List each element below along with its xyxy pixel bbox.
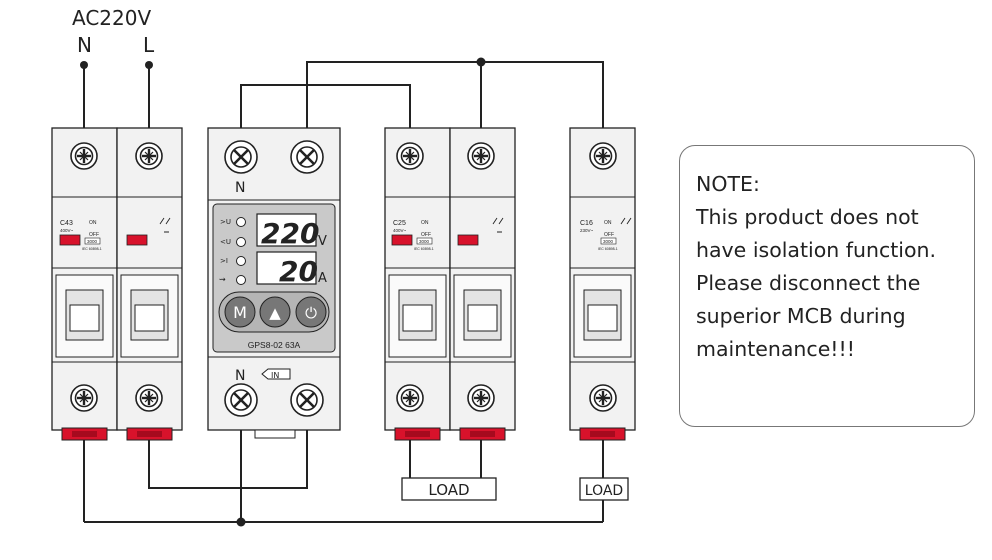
breaker-symbol-icon (620, 217, 632, 225)
load-1p-label: LOAD (585, 483, 623, 499)
main-mcb-rating: C43 (60, 220, 73, 227)
undervoltage-led (236, 237, 246, 247)
live-label: L (143, 33, 155, 57)
voltage-unit: V (318, 234, 327, 249)
note-line: This product does not (696, 205, 919, 229)
load-mcb-2p-standard: IEC 60898-1 (414, 247, 434, 251)
menu-button-label: M (233, 303, 247, 322)
junction-dots (80, 57, 486, 527)
overcurrent-led (236, 256, 246, 266)
main-mcb-off: OFF (89, 232, 99, 238)
leakage-led (236, 275, 246, 285)
load-mcb-2p-off: OFF (421, 232, 431, 238)
note-line: Please disconnect the (696, 271, 921, 295)
overcurrent-indicator-label: >I (220, 257, 228, 265)
breaker-symbol-icon (492, 217, 504, 233)
load-mcb-1p-voltage: 230V~ (580, 228, 594, 233)
note-box: NOTE: This product does not have isolati… (679, 145, 975, 427)
protector-model: GPS8-02 63A (248, 340, 301, 350)
up-button[interactable] (259, 296, 291, 328)
load-2p-label: LOAD (428, 481, 469, 499)
load-mcb-1p-standard: IEC 60898-1 (598, 247, 618, 251)
load-mcb-1p-rating: C16 (580, 220, 593, 227)
protector-top-n-label: N (235, 180, 245, 196)
undervoltage-indicator-label: <U (220, 238, 231, 246)
load-mcb-2p-on: ON (421, 220, 429, 226)
breaker-symbol-icon (159, 217, 171, 233)
power-button[interactable] (295, 296, 327, 328)
main-mcb-voltage: 400V~ (60, 228, 74, 233)
note-line: have isolation function. (696, 238, 937, 262)
voltage-display (256, 213, 317, 247)
load-1p: LOAD (579, 477, 629, 501)
current-display (256, 251, 317, 285)
mcb-handle-window (391, 234, 413, 246)
neutral-label: N (77, 33, 92, 57)
main-mcb-standard: IEC 60898-1 (82, 247, 102, 251)
voltage-protector: N N IN 220 V 20 A >U <U >I ⇝ M ▲ ⏻ GPS8-… (207, 127, 341, 439)
load-mcb-2p-capacity: 3000 (419, 239, 430, 244)
supply-voltage-label: AC220V (72, 6, 151, 30)
note-title: NOTE: (696, 172, 760, 196)
note-line: maintenance!!! (696, 337, 855, 361)
overvoltage-indicator-label: >U (220, 218, 231, 226)
up-arrow-icon: ▲ (269, 304, 281, 322)
power-icon: ⏻ (305, 304, 317, 322)
overvoltage-led (236, 217, 246, 227)
load-mcb-2p-rating: C25 (393, 220, 406, 227)
load-mcb-1p: C16 230V~ ON OFF 3000 IEC 60898-1 (569, 127, 636, 441)
indicator-leds: >U <U >I ⇝ (219, 217, 246, 285)
load-mcb-1p-on: ON (604, 220, 612, 226)
mcb-handle-window (59, 234, 81, 246)
mcb-handle-window (457, 234, 479, 246)
main-mcb-on: ON (89, 220, 97, 226)
load-mcb-2p: C25 400V~ ON OFF 3000 IEC 60898-1 (384, 127, 516, 441)
note-line: superior MCB during (696, 304, 906, 328)
load-2p: LOAD (401, 477, 497, 501)
mcb-handle-window (126, 234, 148, 246)
menu-button[interactable] (224, 296, 256, 328)
load-mcb-2p-voltage: 400V~ (393, 228, 407, 233)
voltage-reading: 220 (261, 217, 319, 250)
current-unit: A (318, 271, 327, 286)
current-reading: 20 (279, 255, 318, 288)
load-mcb-1p-capacity: 3000 (603, 239, 614, 244)
main-mcb-capacity: 3000 (87, 239, 98, 244)
protector-bottom-n-label: N (235, 368, 245, 384)
in-arrow-icon (261, 368, 291, 380)
main-mcb: C43 400V~ ON OFF 3000 IEC 60898-1 (51, 127, 183, 441)
leakage-indicator-label: ⇝ (219, 275, 226, 284)
protector-in-label: IN (271, 371, 279, 380)
load-mcb-1p-off: OFF (604, 232, 614, 238)
